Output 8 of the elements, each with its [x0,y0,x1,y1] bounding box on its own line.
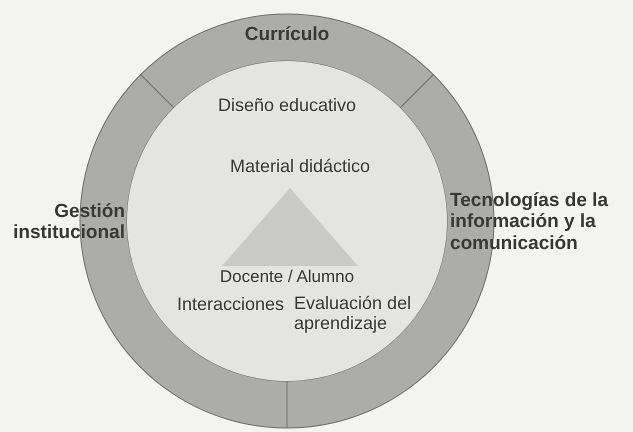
triangle-label: Interacciones [176,294,284,314]
circle-label: Material didáctico [228,156,372,176]
triangle-label: Evaluación del aprendizaje [294,293,412,334]
segment-label: Currículo [187,24,387,46]
circle-label: Diseño educativo [216,95,358,116]
triangle-shape [222,188,358,266]
triangle-label: Docente / Alumno [218,267,356,286]
inner-circle [127,61,447,381]
